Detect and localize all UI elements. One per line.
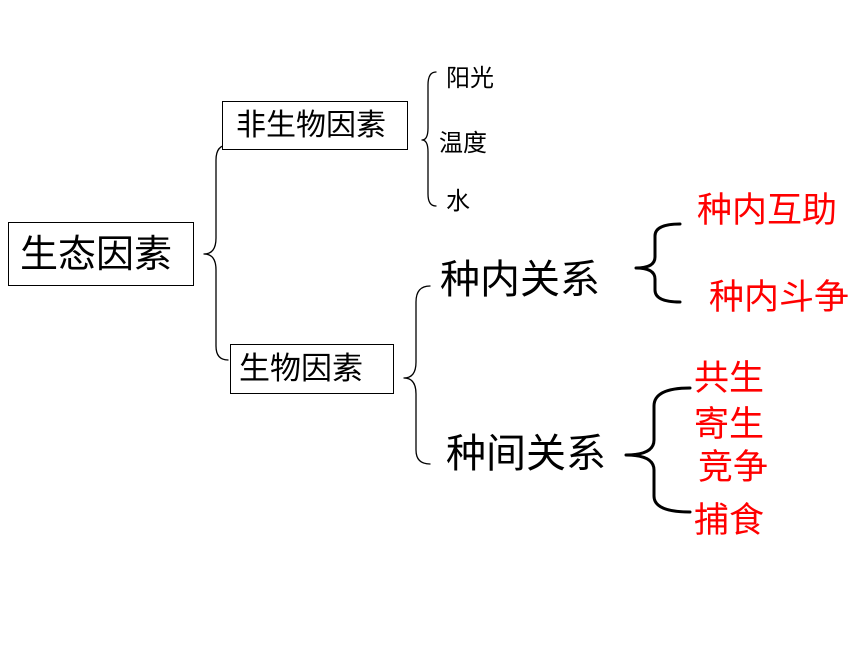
intra-relation-label: 种内关系 [440, 257, 600, 303]
inter-item-predation: 捕食 [694, 501, 765, 541]
abiotic-item-temperature: 温度 [439, 129, 487, 157]
inter-item-parasitism: 寄生 [694, 405, 765, 445]
intra-brace [634, 222, 682, 304]
root-label: 生态因素 [20, 232, 173, 276]
biotic-brace [403, 285, 431, 465]
inter-relation-label: 种间关系 [446, 431, 606, 477]
root-brace [203, 144, 229, 361]
abiotic-item-sunlight: 阳光 [446, 64, 494, 92]
inter-brace [624, 386, 692, 514]
abiotic-node: 非生物因素 [222, 101, 408, 150]
biotic-label: 生物因素 [239, 350, 363, 387]
abiotic-label: 非生物因素 [236, 107, 386, 143]
intra-item-competition: 种内斗争 [709, 278, 850, 318]
abiotic-brace [421, 71, 437, 207]
intra-item-mutual-aid: 种内互助 [697, 191, 838, 231]
biotic-node: 生物因素 [230, 344, 394, 394]
root-node: 生态因素 [8, 222, 194, 286]
inter-item-competition: 竞争 [698, 448, 769, 488]
inter-item-symbiosis: 共生 [694, 359, 765, 399]
abiotic-item-water: 水 [446, 187, 470, 215]
